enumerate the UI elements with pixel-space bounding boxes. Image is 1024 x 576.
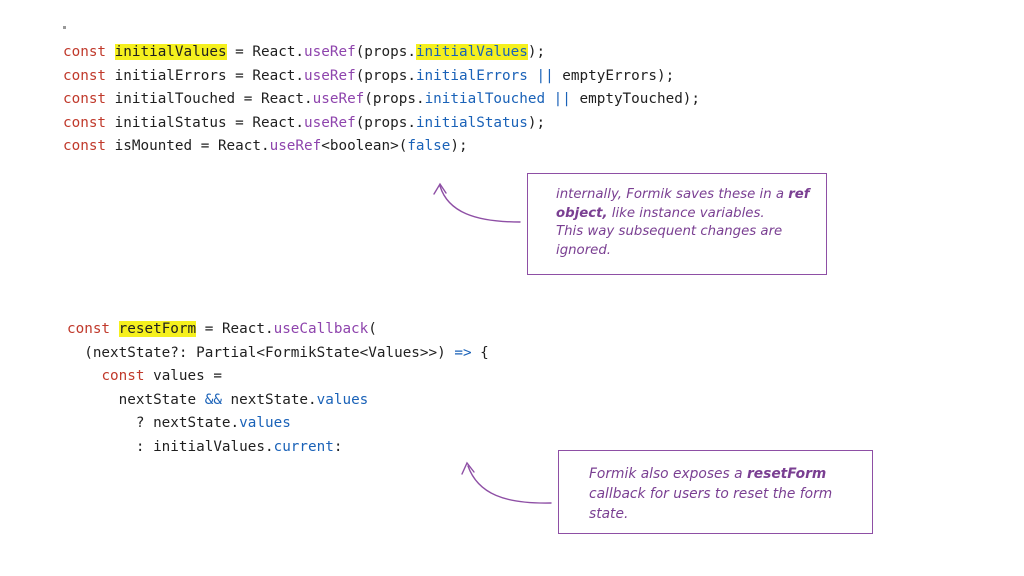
annotation-line: This way subsequent changes are	[556, 224, 783, 239]
code-text: = React.	[196, 321, 274, 337]
code-line: ? nextState.values	[67, 412, 291, 435]
keyword: const	[63, 114, 107, 131]
highlighted-identifier: resetForm	[118, 321, 197, 337]
arrowhead-resetform	[461, 461, 475, 475]
annotation-box-ref: internally, Formik saves these in a ref …	[527, 173, 827, 275]
annotation-line: internally, Formik saves these in a ref	[556, 186, 826, 205]
code-text: :	[333, 438, 343, 455]
code-text: isMounted = React.	[106, 138, 270, 154]
code-text: nextState.	[221, 391, 317, 408]
arrow-to-resetform	[467, 465, 552, 504]
annotation-text: internally, Formik saves these in a	[556, 187, 789, 202]
property: current	[273, 438, 334, 455]
keyword: const	[63, 44, 107, 60]
code-block-refs: const initialValues = React.useRef(props…	[63, 41, 763, 161]
code-line: const initialValues = React.useRef(props…	[63, 41, 545, 64]
function-name: useRef	[312, 91, 365, 107]
code-line: const values =	[67, 365, 222, 388]
annotation-line: ignored.	[556, 242, 612, 258]
code-text: (props.	[355, 44, 416, 60]
annotation-line: object, like instance variables.	[556, 205, 826, 224]
code-line: const initialStatus = React.useRef(props…	[63, 112, 545, 135]
operator: ||	[527, 67, 554, 84]
keyword: const	[101, 368, 145, 384]
keyword: const	[63, 67, 107, 84]
code-text: );	[527, 114, 546, 131]
code-text: ? nextState.	[67, 415, 240, 431]
code-text: = React.	[226, 44, 305, 60]
code-text: {	[471, 344, 489, 361]
code-text: (props.	[355, 114, 416, 131]
code-text: (	[368, 321, 377, 337]
code-line: : initialValues.current:	[67, 436, 343, 459]
code-text: );	[450, 138, 468, 154]
code-line: const initialTouched = React.useRef(prop…	[63, 88, 700, 111]
code-line: const resetForm = React.useCallback(	[67, 318, 377, 341]
annotation-text: like instance variables.	[607, 205, 765, 221]
code-text: (props.	[364, 91, 425, 107]
function-name: useRef	[304, 114, 356, 131]
keyword: const	[63, 138, 107, 154]
code-text: (nextState?: Partial<FormikState<Values>…	[67, 344, 455, 361]
annotation-line: Formik also exposes a resetForm	[589, 464, 872, 484]
function-name: useRef	[269, 138, 322, 154]
code-line: nextState && nextState.values	[67, 389, 369, 412]
code-line: const isMounted = React.useRef<boolean>(…	[63, 135, 468, 158]
code-text: values =	[144, 368, 222, 384]
annotation-box-resetform: Formik also exposes a resetForm callback…	[558, 450, 873, 534]
stray-mark	[63, 26, 66, 29]
property: initialTouched	[424, 91, 546, 107]
code-text: initialErrors = React.	[106, 67, 305, 84]
function-name: useRef	[304, 44, 356, 60]
code-text: initialStatus = React.	[106, 114, 305, 131]
annotation-emphasis: resetForm	[746, 466, 827, 482]
code-text: emptyTouched);	[570, 91, 701, 107]
operator: ||	[545, 91, 571, 107]
code-line: (nextState?: Partial<FormikState<Values>…	[67, 342, 489, 365]
property: initialErrors	[415, 67, 528, 84]
code-text: (props.	[355, 67, 416, 84]
code-text: nextState	[67, 391, 205, 408]
property: values	[239, 415, 291, 431]
operator: =>	[454, 344, 472, 361]
code-text: );	[527, 44, 546, 60]
code-text: emptyErrors);	[553, 67, 675, 84]
highlighted-identifier: initialValues	[114, 44, 227, 60]
property: values	[316, 391, 369, 408]
code-text: initialTouched = React.	[106, 91, 313, 107]
code-block-resetform: const resetForm = React.useCallback( (ne…	[67, 318, 767, 463]
arrow-to-refs	[439, 185, 521, 223]
highlighted-property: initialValues	[415, 44, 528, 60]
annotation-line: state.	[589, 506, 629, 522]
operator: &&	[204, 391, 222, 408]
boolean-literal: false	[407, 138, 451, 154]
code-text: : initialValues.	[67, 438, 274, 455]
annotation-emphasis: object,	[556, 205, 608, 221]
annotation-text: Formik also exposes a	[589, 466, 747, 482]
annotation-emphasis: ref	[788, 187, 810, 202]
code-line: const initialErrors = React.useRef(props…	[63, 65, 674, 88]
code-text: <boolean>(	[321, 138, 408, 154]
annotation-line: callback for users to reset the form	[589, 486, 833, 502]
keyword: const	[63, 91, 107, 107]
property: initialStatus	[415, 114, 528, 131]
code-text	[67, 368, 101, 384]
arrowhead-refs	[433, 182, 447, 195]
function-name: useRef	[304, 67, 356, 84]
function-name: useCallback	[273, 321, 369, 337]
keyword: const	[67, 321, 111, 337]
